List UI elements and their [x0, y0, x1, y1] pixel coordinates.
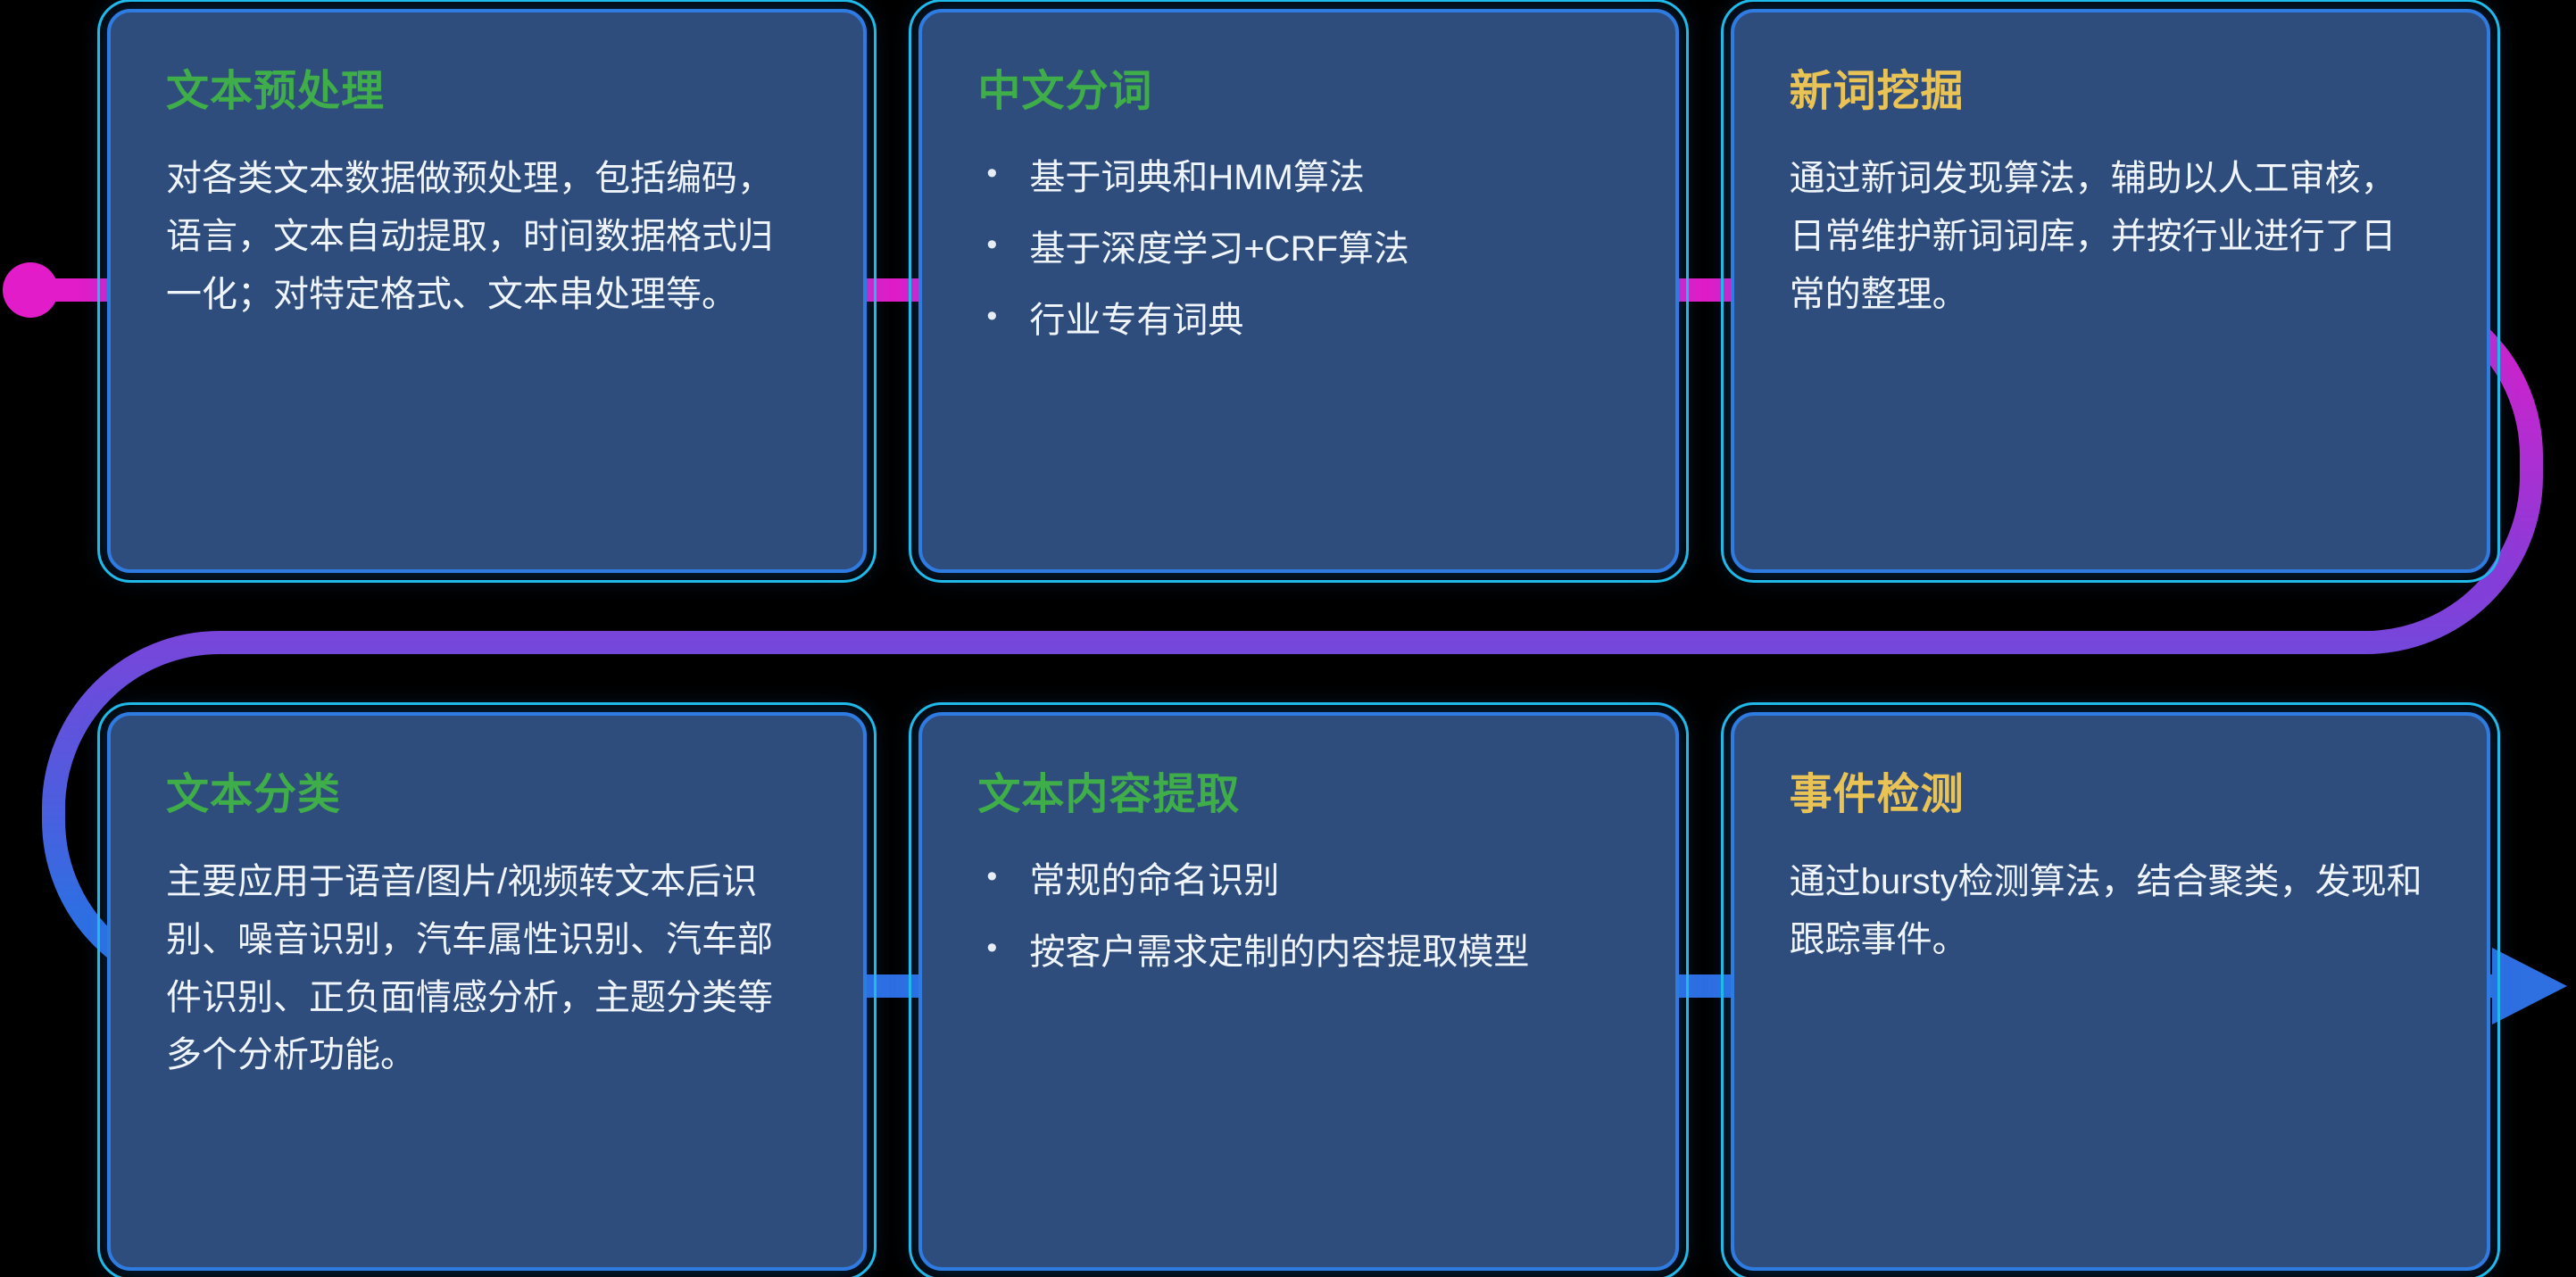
card-description: 对各类文本数据做预处理，包括编码，语言，文本自动提取，时间数据格式归一化；对特定… — [166, 159, 773, 314]
card-row-2: 文本分类 主要应用于语音/图片/视频转文本后识别、噪音识别，汽车属性识别、汽车部… — [96, 702, 2500, 1277]
card-text-content-extraction: 文本内容提取 常规的命名识别 按客户需求定制的内容提取模型 — [909, 702, 1689, 1277]
card-title: 事件检测 — [1789, 771, 1965, 818]
flow-return-curve — [42, 278, 2543, 998]
card-description: 主要应用于语音/图片/视频转文本后识别、噪音识别，汽车属性识别、汽车部件识别、正… — [166, 862, 773, 1075]
feature-item: 基于深度学习+CRF算法 — [977, 221, 1619, 277]
card-description: 通过新词发现算法，辅助以人工审核，日常维护新词词库，并按行业进行了日常的整理。 — [1789, 159, 2397, 314]
card-row-1: 文本预处理 对各类文本数据做预处理，包括编码，语言，文本自动提取，时间数据格式归… — [96, 0, 2500, 583]
flow-start-dot — [3, 262, 58, 318]
feature-item: 按客户需求定制的内容提取模型 — [977, 925, 1619, 980]
flow-end-arrow — [2492, 948, 2567, 1024]
card-chinese-word-segmentation: 中文分词 基于词典和HMM算法 基于深度学习+CRF算法 行业专有词典 — [909, 0, 1689, 583]
feature-item: 常规的命名识别 — [977, 853, 1619, 908]
feature-list: 常规的命名识别 按客户需求定制的内容提取模型 — [977, 853, 1619, 980]
card-text-classification: 文本分类 主要应用于语音/图片/视频转文本后识别、噪音识别，汽车属性识别、汽车部… — [96, 702, 877, 1277]
feature-list: 基于词典和HMM算法 基于深度学习+CRF算法 行业专有词典 — [977, 150, 1619, 348]
card-text-preprocessing: 文本预处理 对各类文本数据做预处理，包括编码，语言，文本自动提取，时间数据格式归… — [96, 0, 877, 583]
feature-item: 基于词典和HMM算法 — [977, 150, 1619, 205]
card-title: 新词挖掘 — [1789, 68, 1965, 115]
card-title: 文本分类 — [166, 771, 342, 818]
card-title: 文本内容提取 — [977, 771, 1241, 818]
card-event-detection: 事件检测 通过bursty检测算法，结合聚类，发现和跟踪事件。 — [1720, 702, 2500, 1277]
card-title: 文本预处理 — [166, 68, 386, 115]
feature-item: 行业专有词典 — [977, 293, 1619, 348]
card-new-word-mining: 新词挖掘 通过新词发现算法，辅助以人工审核，日常维护新词词库，并按行业进行了日常… — [1720, 0, 2500, 583]
card-description: 通过bursty检测算法，结合聚类，发现和跟踪事件。 — [1789, 862, 2422, 959]
card-title: 中文分词 — [977, 68, 1153, 115]
